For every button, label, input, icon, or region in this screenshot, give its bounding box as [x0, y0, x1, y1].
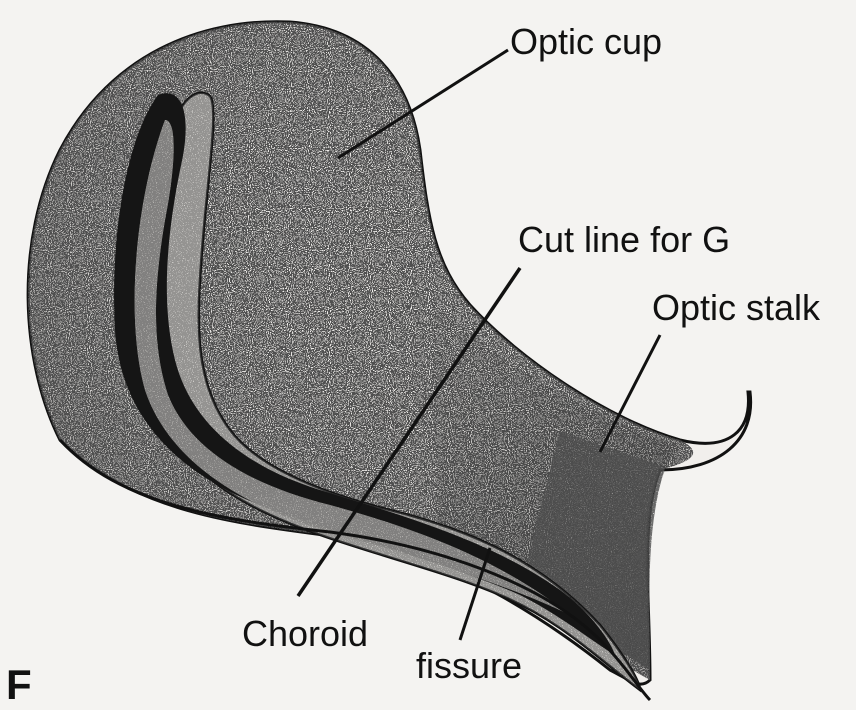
label-fissure: fissure	[416, 648, 522, 684]
label-choroid: Choroid	[242, 616, 368, 652]
label-optic-cup: Optic cup	[510, 24, 662, 60]
label-optic-stalk: Optic stalk	[652, 290, 820, 326]
panel-letter: F	[6, 664, 32, 706]
label-cut-line: Cut line for G	[518, 222, 730, 258]
